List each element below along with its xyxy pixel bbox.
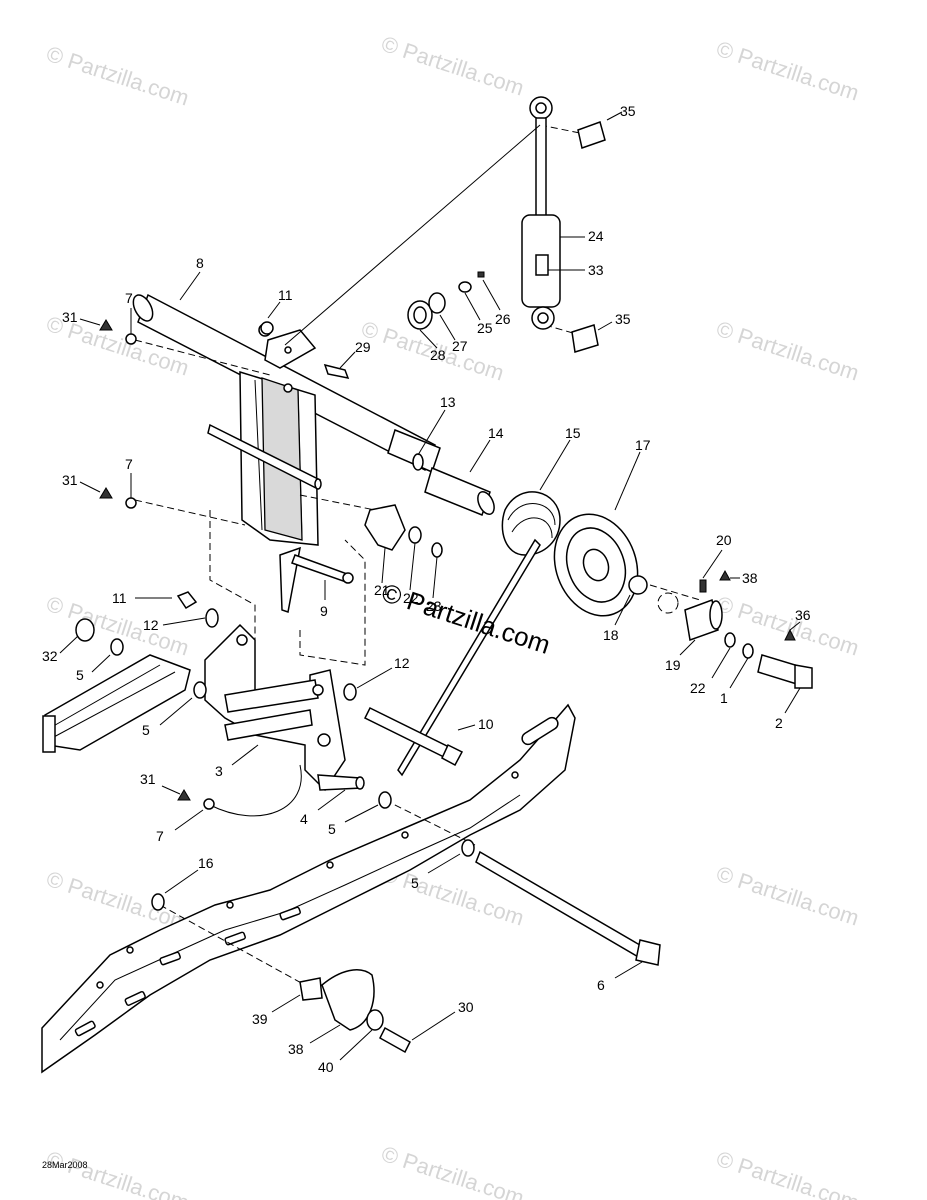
reference-lines xyxy=(134,124,701,986)
callout-39: 39 xyxy=(252,1011,268,1027)
callout-33: 33 xyxy=(588,262,604,278)
callout-12: 12 xyxy=(394,655,410,671)
callout-40: 40 xyxy=(318,1059,334,1075)
callout-22: 22 xyxy=(403,590,419,606)
callout-16: 16 xyxy=(198,855,214,871)
watermark: © Partzilla.com xyxy=(713,591,862,661)
fasteners xyxy=(75,319,661,966)
callout-17: 17 xyxy=(635,437,651,453)
callout-36: 38 xyxy=(742,570,758,586)
cross-shaft xyxy=(132,293,441,474)
callout-11: 11 xyxy=(278,287,293,303)
callout-7: 7 xyxy=(156,828,164,844)
callout-12: 12 xyxy=(143,617,159,633)
watermark: © Partzilla.com xyxy=(378,1141,527,1200)
callout-28: 28 xyxy=(430,347,446,363)
watermark: © Partzilla.com xyxy=(713,36,862,106)
callout-1: 1 xyxy=(720,690,728,706)
stopper xyxy=(299,969,411,1054)
callout-9: 9 xyxy=(320,603,328,619)
callout-31: 31 xyxy=(140,771,156,787)
center-watermark: © Partzilla.com xyxy=(378,577,554,660)
pivot-arm xyxy=(207,329,354,613)
callout-13: 13 xyxy=(440,394,456,410)
callout-5: 5 xyxy=(411,875,419,891)
watermark: © Partzilla.com xyxy=(713,861,862,931)
watermark: © Partzilla.com xyxy=(43,1146,192,1200)
callout-19: 19 xyxy=(665,657,681,673)
callout-7: 7 xyxy=(125,290,133,306)
callout-4: 4 xyxy=(300,811,308,827)
callout-24: 24 xyxy=(588,228,604,244)
date-stamp: 28Mar2008 xyxy=(42,1160,88,1170)
watermark: © Partzilla.com xyxy=(378,31,527,101)
callout-5: 5 xyxy=(76,667,84,683)
callout-34: 35 xyxy=(615,311,631,327)
callout-23: 23 xyxy=(426,598,442,614)
callout-21: 21 xyxy=(374,582,390,598)
callout-11: 11 xyxy=(112,590,127,606)
watermark: © Partzilla.com xyxy=(43,41,192,111)
shock-absorber xyxy=(521,96,606,353)
callout-27: 27 xyxy=(452,338,468,354)
callout-38: 38 xyxy=(288,1041,304,1057)
callout-3: 3 xyxy=(215,763,223,779)
callout-26: 26 xyxy=(495,311,511,327)
callout-25: 25 xyxy=(477,320,493,336)
callout-30: 30 xyxy=(458,999,474,1015)
callout-34: 35 xyxy=(620,103,636,119)
watermark: © Partzilla.com xyxy=(713,316,862,386)
callout-31: 31 xyxy=(62,472,78,488)
callout-10: 10 xyxy=(478,716,494,732)
callout-5: 5 xyxy=(142,722,150,738)
callout-20: 20 xyxy=(716,532,732,548)
callout-14: 14 xyxy=(488,425,504,441)
slide-rail xyxy=(42,654,191,753)
spring-assembly xyxy=(397,466,813,777)
callout-7: 7 xyxy=(125,456,133,472)
callout-29: 29 xyxy=(355,339,371,355)
callout-6: 6 xyxy=(597,977,605,993)
callout-22: 22 xyxy=(690,680,706,696)
callout-2: 2 xyxy=(775,715,783,731)
callout-32: 32 xyxy=(42,648,58,664)
side-rail xyxy=(41,703,576,1074)
pivot-bracket xyxy=(204,623,365,817)
watermark: © Partzilla.com xyxy=(713,1146,862,1200)
callout-35: 36 xyxy=(795,607,811,623)
callout-8: 8 xyxy=(196,255,204,271)
callout-5: 5 xyxy=(328,821,336,837)
callouts: 35 24 33 35 8 11 7 31 29 28 27 25 26 xyxy=(42,103,811,1075)
callout-18: 18 xyxy=(603,627,619,643)
callout-31: 31 xyxy=(62,309,78,325)
callout-15: 15 xyxy=(565,425,581,441)
